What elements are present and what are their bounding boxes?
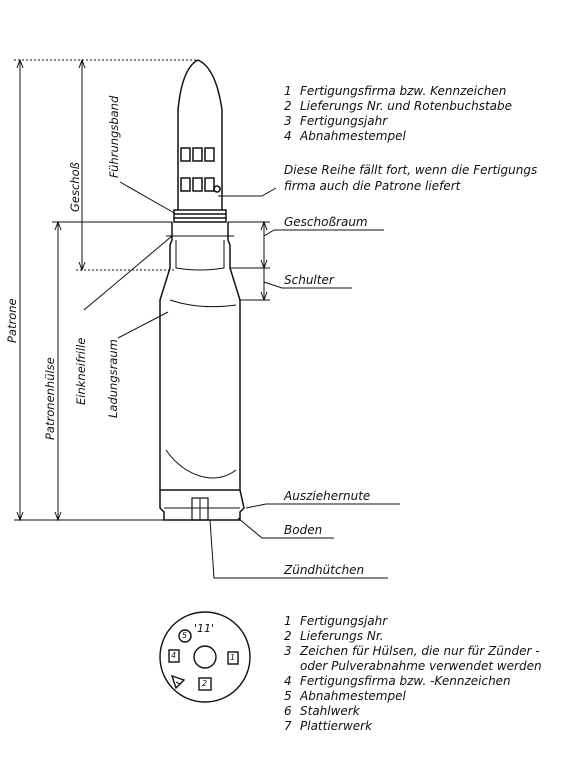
legend-bottom-num: 3: [284, 644, 292, 658]
base-mark-top: '11': [194, 622, 215, 635]
legend-top-text: Fertigungsfirma bzw. Kennzeichen: [300, 84, 507, 98]
legend-bottom-text: Fertigungsfirma bzw. -Kennzeichen: [300, 674, 511, 688]
legend-top: 1 Fertigungsfirma bzw. Kennzeichen 2 Liefe…: [284, 84, 512, 144]
label-geschoss: Geschoß: [68, 162, 82, 212]
callout-zuendhuetchen: Zündhütchen: [284, 563, 365, 577]
legend-bottom-text: Lieferungs Nr.: [300, 629, 384, 643]
legend-top-num: 1: [284, 84, 292, 98]
legend-top-num: 4: [284, 129, 292, 143]
legend-bottom-num: 4: [284, 674, 292, 688]
label-patronenhuelse: Patronenhülse: [43, 357, 57, 440]
note-line-1: Diese Reihe fällt fort, wenn die Fertigu…: [284, 163, 538, 177]
projectile: [173, 59, 227, 223]
legend-bottom-item: 6 Stahlwerk: [284, 704, 542, 719]
legend-bottom-item: 7 Plattierwerk: [284, 719, 542, 734]
callout-boden: Boden: [284, 523, 323, 537]
legend-bottom-text: Abnahmestempel: [300, 689, 406, 703]
legend-bottom-item: oder Pulverabnahme verwendet werden: [284, 659, 542, 674]
legend-bottom-text: oder Pulverabnahme verwendet werden: [300, 659, 542, 673]
base-mark-5: 5: [182, 631, 188, 640]
label-patrone: Patrone: [5, 298, 19, 343]
legend-bottom-item: 2 Lieferungs Nr.: [284, 629, 542, 644]
legend-top-item: 1 Fertigungsfirma bzw. Kennzeichen: [284, 84, 512, 99]
note-line-2: firma auch die Patrone liefert: [284, 179, 461, 193]
callout-schulter: Schulter: [284, 273, 334, 287]
label-ladungsraum: Ladungsraum: [106, 339, 120, 418]
legend-bottom-num: 5: [284, 689, 292, 703]
legend-bottom-text: Fertigungsjahr: [300, 614, 388, 628]
legend-top-text: Abnahmestempel: [300, 129, 406, 143]
callout-geschossraum: Geschoßraum: [284, 215, 368, 229]
legend-top-item: 2 Lieferungs Nr. und Rotenbuchstabe: [284, 99, 512, 114]
base-mark-4: 4: [171, 651, 177, 660]
legend-top-num: 2: [284, 99, 292, 113]
case-body: [159, 222, 245, 521]
legend-top-item: 3 Fertigungsjahr: [284, 114, 512, 129]
legend-top-text: Fertigungsjahr: [300, 114, 388, 128]
legend-bottom: 1 Fertigungsjahr 2 Lieferungs Nr. 3 Zeichen…: [284, 614, 542, 734]
base-mark-1: 1: [230, 653, 236, 662]
legend-top-text: Lieferungs Nr. und Rotenbuchstabe: [300, 99, 513, 113]
legend-bottom-text: Plattierwerk: [300, 719, 373, 733]
dimension-lines: [14, 58, 270, 522]
label-fuehrungsband: Führungsband: [107, 95, 121, 178]
leader-lines: [83, 181, 400, 579]
legend-bottom-item: 1 Fertigungsjahr: [284, 614, 542, 629]
legend-bottom-num: 2: [284, 629, 292, 643]
legend-bottom-text: Zeichen für Hülsen, die nur für Zünder -: [300, 644, 540, 658]
legend-bottom-num: 7: [284, 719, 292, 733]
legend-bottom-item: 5 Abnahmestempel: [284, 689, 542, 704]
base-view: [159, 611, 251, 703]
legend-bottom-num: 1: [284, 614, 292, 628]
legend-bottom-item: 4 Fertigungsfirma bzw. -Kennzeichen: [284, 674, 542, 689]
legend-top-item: 4 Abnahmestempel: [284, 129, 512, 144]
base-mark-2: 2: [202, 679, 208, 688]
legend-top-num: 3: [284, 114, 292, 128]
callout-ausziehernute: Ausziehernute: [284, 489, 371, 503]
label-einkneifrille: Einkneifrille: [74, 337, 88, 405]
legend-bottom-item: 3 Zeichen für Hülsen, die nur für Zünder …: [284, 644, 542, 659]
legend-bottom-num: 6: [284, 704, 292, 718]
legend-bottom-text: Stahlwerk: [300, 704, 360, 718]
